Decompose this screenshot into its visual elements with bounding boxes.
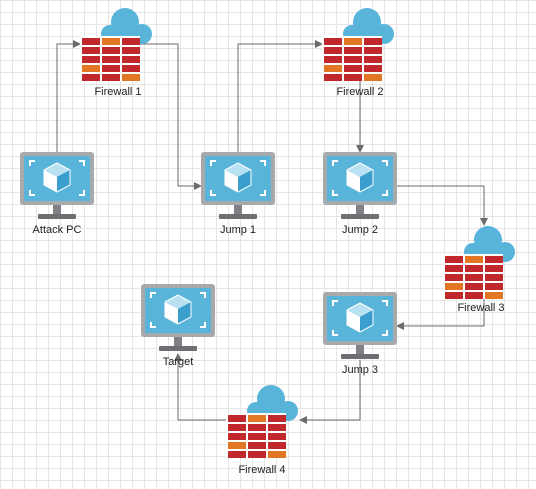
edge-attack-pc-to-firewall-1 [56, 40, 81, 152]
computer-icon [20, 152, 94, 219]
node-jump-1: Jump 1 [201, 152, 275, 236]
node-label: Firewall 1 [94, 86, 141, 98]
computer-icon [141, 284, 215, 351]
node-label: Firewall 4 [238, 464, 285, 476]
node-jump-2: Jump 2 [323, 152, 397, 236]
node-label: Firewall 2 [336, 86, 383, 98]
firewall-icon [80, 8, 152, 81]
edge-firewall-3-to-jump-3 [396, 298, 485, 330]
node-label: Firewall 3 [457, 302, 504, 314]
node-firewall-2: Firewall 2 [322, 8, 394, 98]
edge-jump-3-to-firewall-4 [299, 360, 361, 424]
node-attack-pc: Attack PC [20, 152, 94, 236]
node-jump-3: Jump 3 [323, 292, 397, 376]
node-label: Target [163, 356, 194, 368]
computer-icon [323, 152, 397, 219]
edge-jump-1-to-firewall-2 [237, 40, 323, 152]
firewall-icon [443, 226, 515, 299]
node-firewall-3: Firewall 3 [443, 226, 515, 314]
firewall-icon [322, 8, 394, 81]
computer-icon [201, 152, 275, 219]
edge-jump-2-to-firewall-3 [397, 185, 488, 226]
node-firewall-1: Firewall 1 [80, 8, 152, 98]
edge-firewall-4-to-target [174, 353, 226, 421]
connections [56, 40, 488, 424]
firewall-icon [226, 385, 298, 458]
node-firewall-4: Firewall 4 [226, 385, 298, 476]
node-label: Attack PC [33, 224, 82, 236]
computer-icon [323, 292, 397, 359]
node-target: Target [141, 284, 215, 368]
node-label: Jump 1 [220, 224, 256, 236]
node-label: Jump 3 [342, 364, 378, 376]
node-label: Jump 2 [342, 224, 378, 236]
edge-firewall-1-to-jump-1 [140, 43, 202, 190]
